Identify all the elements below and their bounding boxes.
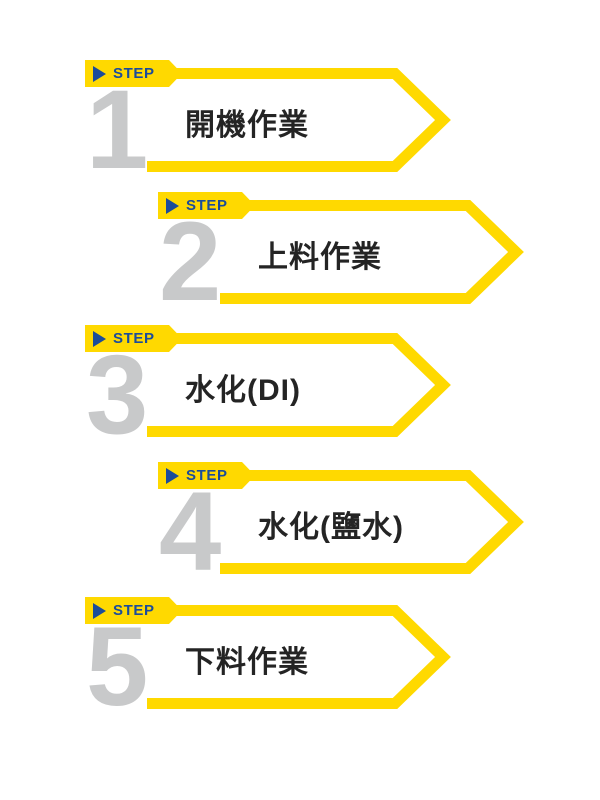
step-number: 4 xyxy=(159,469,221,594)
step-banner xyxy=(85,325,455,445)
step-number: 2 xyxy=(159,199,221,324)
step-banner xyxy=(158,192,528,312)
step-tag-3: STEP xyxy=(85,325,182,352)
step-title: 下料作業 xyxy=(185,646,309,679)
step-title: 水化(DI) xyxy=(185,374,301,407)
step-number: 3 xyxy=(86,332,148,457)
play-triangle-icon xyxy=(166,197,179,214)
step-tag-label: STEP xyxy=(186,197,228,214)
step-banner xyxy=(85,597,455,717)
step-row-4[interactable]: STEP 4 水化(鹽水) xyxy=(158,462,528,588)
step-tag-5: STEP xyxy=(85,597,182,624)
step-row-5[interactable]: STEP 5 下料作業 xyxy=(85,597,455,723)
step-row-3[interactable]: STEP 3 水化(DI) xyxy=(85,325,455,451)
step-number: 5 xyxy=(86,604,148,729)
play-triangle-icon xyxy=(93,65,106,82)
step-banner xyxy=(158,462,528,582)
step-row-1[interactable]: STEP 1 開機作業 xyxy=(85,60,455,186)
step-tag-2: STEP xyxy=(158,192,255,219)
step-tag-label: STEP xyxy=(113,330,155,347)
step-tag-label: STEP xyxy=(113,65,155,82)
step-tag-4: STEP xyxy=(158,462,255,489)
step-banner xyxy=(85,60,455,180)
play-triangle-icon xyxy=(93,602,106,619)
step-title: 上料作業 xyxy=(258,241,382,274)
step-title: 水化(鹽水) xyxy=(258,511,404,544)
step-row-2[interactable]: STEP 2 上料作業 xyxy=(158,192,528,318)
step-tag-label: STEP xyxy=(186,467,228,484)
play-triangle-icon xyxy=(166,467,179,484)
step-title: 開機作業 xyxy=(185,109,309,142)
play-triangle-icon xyxy=(93,330,106,347)
step-tag-label: STEP xyxy=(113,602,155,619)
step-number: 1 xyxy=(86,67,148,192)
step-tag-1: STEP xyxy=(85,60,182,87)
